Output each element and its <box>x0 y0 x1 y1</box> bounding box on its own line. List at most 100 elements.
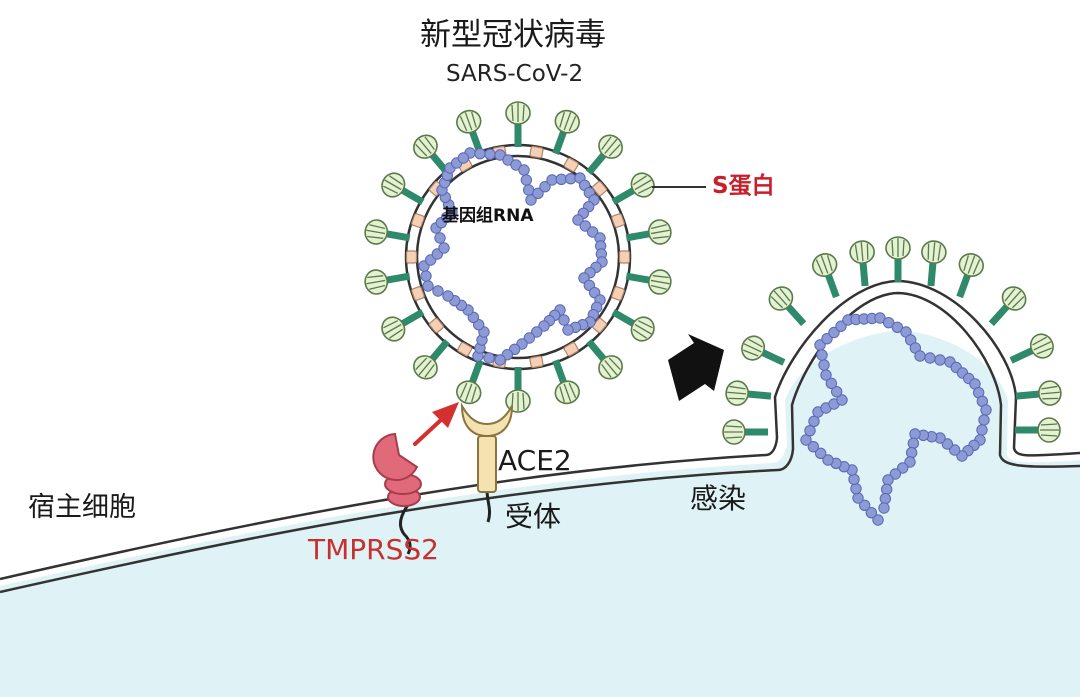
spike-protein <box>552 109 580 155</box>
spike-protein <box>1015 417 1061 443</box>
spike-protein <box>381 308 425 342</box>
rna-bead <box>494 354 506 366</box>
tmprss2-protease <box>372 432 422 555</box>
rna-bead <box>880 483 893 496</box>
spike-protein <box>849 240 875 287</box>
rna-bead <box>816 349 828 361</box>
host-cell-membrane-outer <box>0 279 1080 581</box>
spike-protein <box>413 339 450 380</box>
tmprss2-label: TMPRSS2 <box>308 533 439 566</box>
rna-bead <box>976 424 988 436</box>
spike-protein <box>1009 333 1054 364</box>
rna-bead <box>830 385 843 398</box>
spike-protein <box>456 359 484 405</box>
rna-bead <box>914 350 926 362</box>
rna-bead <box>934 354 946 366</box>
host-cell-label: 宿主细胞 <box>28 492 136 523</box>
rna-bead <box>494 149 506 161</box>
rna-bead <box>848 473 860 486</box>
rna-bead <box>909 428 921 440</box>
spike-protein <box>722 419 768 445</box>
rna-bead <box>572 214 584 226</box>
membrane-protein <box>611 213 625 228</box>
rna-bead <box>874 312 886 324</box>
host-cell-membrane-inner <box>0 291 1080 594</box>
rna-bead <box>852 492 864 504</box>
virus-spike-proteins <box>364 101 672 413</box>
spike-protein <box>921 240 947 287</box>
rna-bead <box>539 180 551 193</box>
membrane-protein <box>405 250 418 264</box>
rna-bead <box>828 326 840 339</box>
spike-protein <box>956 253 984 299</box>
rna-bead <box>850 482 862 495</box>
membrane-protein <box>529 355 544 369</box>
rna-bead <box>904 456 916 468</box>
spike-protein <box>611 172 655 206</box>
membrane-protein <box>611 286 625 301</box>
rna-bead <box>523 332 536 344</box>
rna-bead <box>978 414 990 426</box>
rna-bead <box>872 514 884 526</box>
spike-protein <box>1015 380 1062 406</box>
rna-bead <box>882 474 894 486</box>
rna-bead <box>907 437 920 450</box>
membrane-protein <box>428 317 444 334</box>
rna-bead <box>579 220 592 232</box>
rna-bead <box>825 377 838 390</box>
spike-protein <box>625 219 672 245</box>
spike-protein <box>586 134 623 175</box>
rna-bead <box>822 454 834 466</box>
membrane-protein <box>592 317 608 334</box>
spike-protein <box>364 269 411 295</box>
rna-bead <box>956 450 968 462</box>
rna-bead <box>530 326 543 338</box>
virus-particle <box>364 101 672 413</box>
rna-bead <box>924 352 936 364</box>
rna-bead <box>814 447 827 460</box>
rna-bead <box>865 506 878 519</box>
rna-bead <box>804 424 816 437</box>
arrow-up-right-icon <box>413 402 459 446</box>
virus-name-en: SARS-CoV-2 <box>446 61 584 87</box>
rna-bead <box>882 316 895 329</box>
rna-bead <box>948 444 961 456</box>
rna-bead <box>525 194 537 206</box>
rna-bead <box>555 173 568 186</box>
rna-bead <box>422 280 434 292</box>
rna-bead <box>538 320 550 332</box>
spike-protein <box>741 335 786 366</box>
rna-bead <box>820 369 832 381</box>
rna-bead <box>896 462 909 474</box>
membrane-protein <box>618 250 631 264</box>
rna-bead <box>586 226 599 238</box>
rna-bead <box>941 438 954 450</box>
rna-bead <box>807 440 820 453</box>
rna-bead <box>520 174 533 186</box>
virus-name-cn: 新型冠状病毒 <box>420 17 606 53</box>
rna-bead <box>905 446 918 459</box>
rna-bead <box>434 232 446 244</box>
membrane-protein <box>457 342 473 357</box>
spike-protein <box>812 253 840 299</box>
rna-bead <box>818 359 830 371</box>
membrane-protein <box>563 342 579 357</box>
spike-protein <box>611 308 655 342</box>
rna-bead <box>438 242 450 254</box>
arrow-right-icon <box>668 334 724 401</box>
rna-bead <box>836 394 848 406</box>
rna-bead <box>558 314 570 326</box>
spike-protein <box>364 219 411 245</box>
rna-bead <box>432 285 444 297</box>
membrane-protein <box>563 157 579 172</box>
receptor-label: 受体 <box>505 500 562 533</box>
rna-bead <box>510 159 522 171</box>
genome-rna-label: 基因组RNA <box>442 206 534 226</box>
rna-bead <box>891 321 904 334</box>
rna-bead <box>835 320 847 332</box>
rna-bead <box>502 154 514 166</box>
spike-protein <box>505 367 531 413</box>
infection-label: 感染 <box>690 482 747 515</box>
